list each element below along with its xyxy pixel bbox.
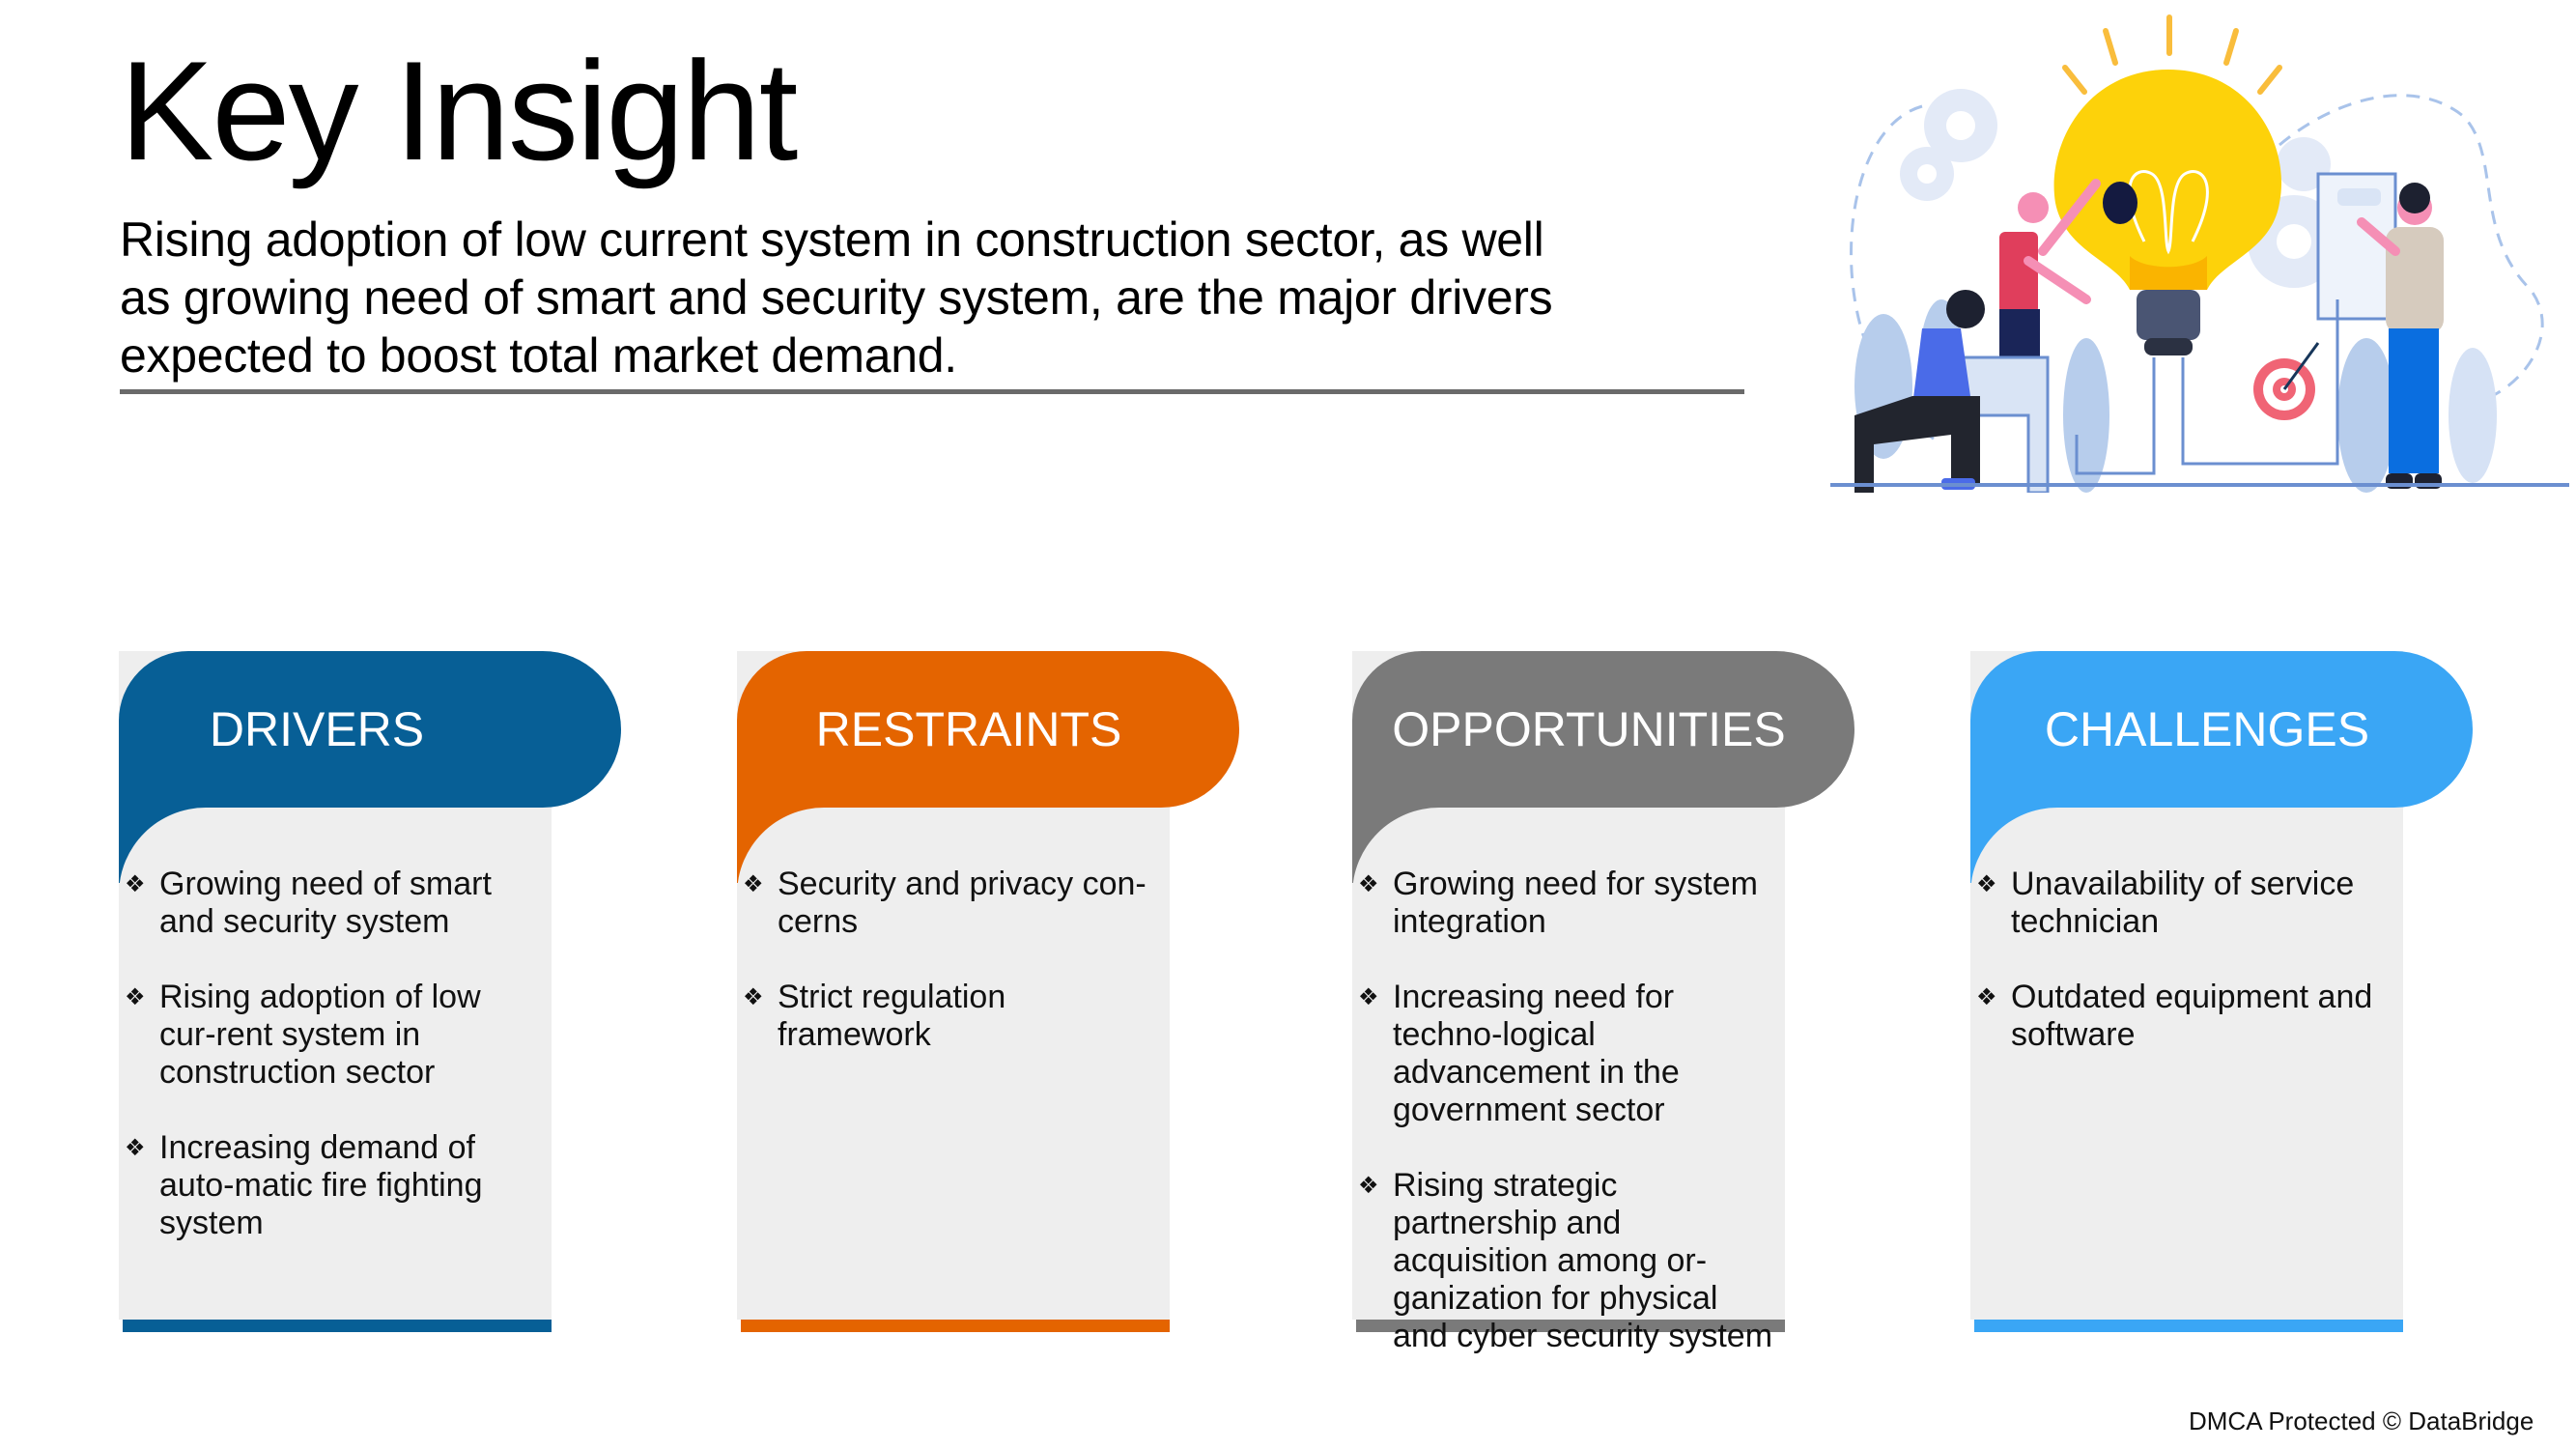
- summary-line: Rising adoption of low current system in…: [120, 213, 1544, 267]
- list-item: ❖Increasing demand of auto-matic fire fi…: [125, 1129, 483, 1241]
- diamond-bullet-icon: ❖: [125, 984, 146, 1010]
- list-item: ❖Increasing need for techno-logical adva…: [1358, 979, 1680, 1128]
- list-item: ❖Rising adoption of low cur-rent system …: [125, 979, 481, 1091]
- card-accent-bar: [741, 1320, 1170, 1332]
- restraints-card: RESTRAINTS ❖Security and privacy con-cer…: [737, 651, 1239, 1332]
- list-item: ❖Security and privacy con-cerns: [743, 866, 1146, 940]
- copyright-footer: DMCA Protected © DataBridge: [2189, 1406, 2534, 1435]
- card-title: OPPORTUNITIES: [1392, 702, 1786, 756]
- diamond-bullet-icon: ❖: [743, 984, 764, 1010]
- list-item: ❖Unavailability of service technician: [1976, 866, 2355, 940]
- diamond-bullet-icon: ❖: [1976, 871, 1997, 897]
- lightbulb-teamwork-illustration-icon: [1830, 14, 2569, 493]
- diamond-bullet-icon: ❖: [1358, 1173, 1379, 1199]
- card-title: DRIVERS: [209, 702, 425, 756]
- diamond-bullet-icon: ❖: [743, 871, 764, 897]
- card-accent-bar: [1356, 1320, 1785, 1332]
- card-header: [1970, 651, 2473, 808]
- diamond-bullet-icon: ❖: [125, 871, 146, 897]
- card-header: [1352, 651, 1854, 808]
- diamond-bullet-icon: ❖: [1358, 871, 1379, 897]
- bullet-list: ❖Security and privacy con-cerns ❖Strict …: [737, 866, 1170, 1092]
- list-item: ❖Growing need for system integration: [1358, 866, 1758, 940]
- key-insight-summary: Rising adoption of low current system in…: [120, 211, 1762, 384]
- bullet-list: ❖Unavailability of service technician ❖O…: [1970, 866, 2403, 1092]
- summary-underline-divider: [120, 389, 1744, 394]
- drivers-card: DRIVERS ❖Growing need of smart and secur…: [119, 651, 621, 1332]
- card-header: [119, 651, 621, 808]
- summary-line: as growing need of smart and security sy…: [120, 270, 1553, 325]
- diamond-bullet-icon: ❖: [1976, 984, 1997, 1010]
- list-item: ❖Outdated equipment and software: [1976, 979, 2373, 1053]
- summary-line: expected to boost total market demand.: [120, 328, 957, 383]
- diamond-bullet-icon: ❖: [1358, 984, 1379, 1010]
- card-title: CHALLENGES: [2044, 702, 2370, 756]
- card-accent-bar: [1974, 1320, 2403, 1332]
- diamond-bullet-icon: ❖: [125, 1135, 146, 1161]
- challenges-card: CHALLENGES ❖Unavailability of service te…: [1970, 651, 2473, 1332]
- list-item: ❖Strict regulation framework: [743, 979, 1006, 1053]
- bullet-list: ❖Growing need of smart and security syst…: [119, 866, 552, 1280]
- card-title: RESTRAINTS: [815, 702, 1122, 756]
- card-accent-bar: [123, 1320, 552, 1332]
- list-item: ❖Rising strategic partnership and acquis…: [1358, 1167, 1773, 1354]
- opportunities-card: OPPORTUNITIES ❖Growing need for system i…: [1352, 651, 1854, 1354]
- bullet-list: ❖Growing need for system integration ❖In…: [1352, 866, 1785, 1393]
- page-title: Key Insight: [120, 32, 798, 189]
- list-item: ❖Growing need of smart and security syst…: [125, 866, 492, 940]
- card-header: [737, 651, 1239, 808]
